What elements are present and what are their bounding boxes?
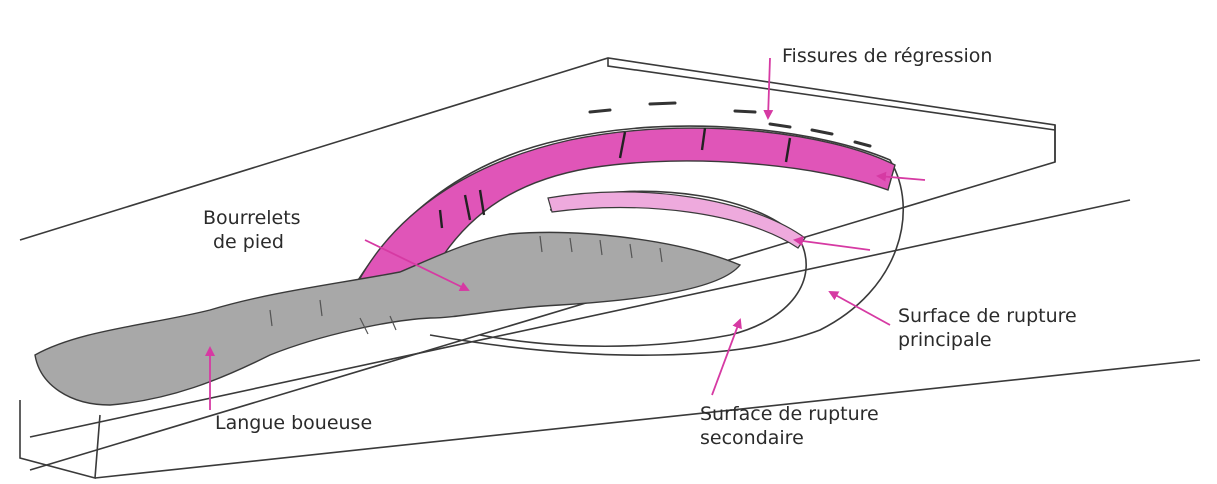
label-bourrelets: Bourrelets de pied xyxy=(203,207,301,255)
block-front-face xyxy=(20,400,100,478)
label-rupture-principale-line2: principale xyxy=(898,329,1077,353)
label-rupture-secondaire-line1: Surface de rupture xyxy=(700,403,879,427)
secondaire-arrow xyxy=(712,320,740,395)
label-rupture-secondaire: Surface de rupture secondaire xyxy=(700,403,879,451)
label-rupture-secondaire-line2: secondaire xyxy=(700,427,879,451)
label-rupture-principale-line1: Surface de rupture xyxy=(898,305,1077,329)
fissures-arrow xyxy=(768,58,770,118)
secondary-band-arrow xyxy=(795,240,870,250)
label-bourrelets-line2: de pied xyxy=(203,231,301,255)
label-bourrelets-line1: Bourrelets xyxy=(203,207,301,231)
label-fissures-regression: Fissures de régression xyxy=(782,45,992,69)
principale-arrow xyxy=(830,292,890,325)
label-rupture-principale: Surface de rupture principale xyxy=(898,305,1077,353)
label-langue-boueuse: Langue boueuse xyxy=(215,412,372,436)
